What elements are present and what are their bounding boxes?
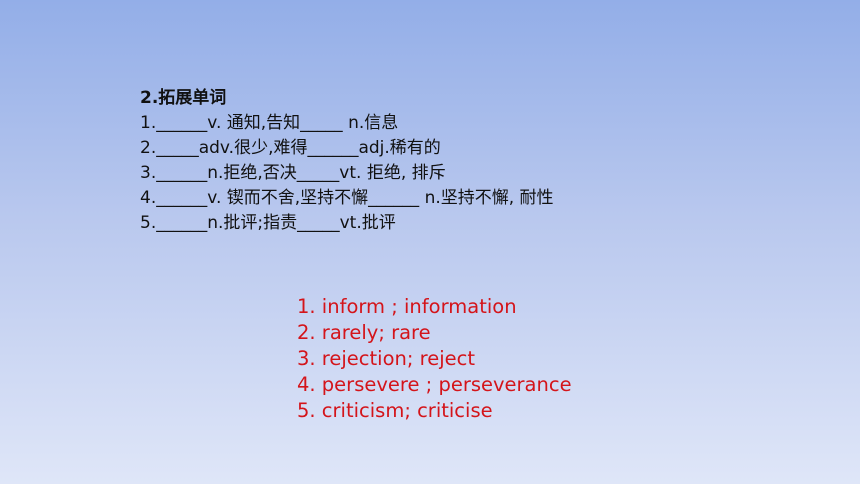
answer-key: 1. inform ; information 2. rarely; rare … (297, 294, 717, 424)
answer-line-2: 2. rarely; rare (297, 321, 431, 344)
answer-line-5: 5. criticism; criticise (297, 399, 493, 422)
exercise-line-5: 5.______n.批评;指责_____vt.批评 (140, 213, 396, 233)
exercise-line-4: 4.______v. 锲而不舍,坚持不懈______ n.坚持不懈, 耐性 (140, 188, 554, 208)
exercise-line-3: 3.______n.拒绝,否决_____vt. 拒绝, 排斥 (140, 163, 446, 183)
answer-line-3: 3. rejection; reject (297, 347, 476, 370)
exercise-line-2: 2._____adv.很少,难得______adj.稀有的 (140, 138, 441, 158)
vocabulary-exercise: 2.拓展单词 1.______v. 通知,告知_____ n.信息 2.____… (140, 85, 740, 236)
exercise-title: 2.拓展单词 (140, 88, 227, 108)
exercise-line-1: 1.______v. 通知,告知_____ n.信息 (140, 113, 399, 133)
answer-line-4: 4. persevere ; perseverance (297, 373, 572, 396)
answer-line-1: 1. inform ; information (297, 295, 517, 318)
